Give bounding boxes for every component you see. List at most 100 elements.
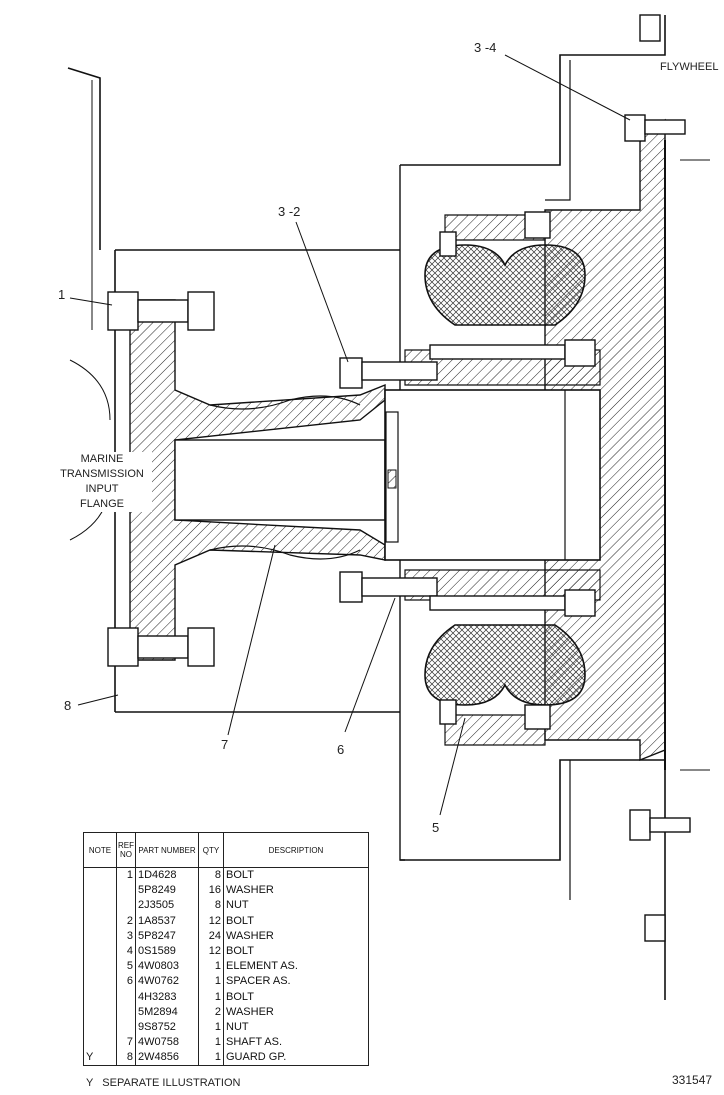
row-part-number: 9S8752	[135, 1019, 199, 1036]
row-qty: 16	[198, 883, 224, 899]
header-note: NOTE	[83, 832, 117, 868]
row-part-number: 5P8249	[135, 883, 199, 899]
row-qty: 1	[198, 989, 224, 1005]
marine-transmission-label: MARINE TRANSMISSION INPUT FLANGE	[52, 452, 152, 512]
row-description: WASHER	[223, 928, 369, 944]
flywheel-label: FLYWHEEL	[660, 61, 719, 73]
callout-1: 1	[58, 287, 66, 302]
row-ref-no: 1	[116, 867, 136, 884]
parts-table-header: NOTE REF NO PART NUMBER QTY DESCRIPTION	[83, 832, 369, 868]
row-description: BOLT	[223, 989, 369, 1005]
row-ref-no	[116, 883, 136, 899]
row-note	[83, 1035, 117, 1051]
row-description: ELEMENT AS.	[223, 959, 369, 975]
row-note	[83, 867, 117, 884]
rubber-element-upper	[424, 244, 586, 326]
row-ref-no	[116, 989, 136, 1005]
row-note	[83, 883, 117, 899]
row-description: BOLT	[223, 943, 369, 960]
row-qty: 1	[198, 1035, 224, 1051]
marine-line-1: MARINE	[80, 453, 124, 465]
row-qty: 1	[198, 974, 224, 990]
bolt-3-2-upper	[339, 357, 363, 389]
row-part-number: 0S1589	[135, 943, 199, 960]
row-ref-no: 6	[116, 974, 136, 990]
row-note	[83, 959, 117, 975]
callout-5: 5	[432, 820, 440, 835]
row-part-number: 2W4856	[135, 1050, 199, 1067]
rubber-element-lower	[424, 624, 586, 706]
flywheel-housing-top	[400, 15, 666, 166]
row-part-number: 4H3283	[135, 989, 199, 1005]
row-ref-no: 2	[116, 913, 136, 929]
row-qty: 8	[198, 867, 224, 884]
row-part-number: 5P8247	[135, 928, 199, 944]
row-part-number: 5M2894	[135, 1004, 199, 1020]
row-description: WASHER	[223, 883, 369, 899]
row-description: SPACER AS.	[223, 974, 369, 990]
flywheel-housing-bottom	[400, 759, 666, 1000]
row-qty: 1	[198, 1050, 224, 1067]
drawing-number: 331547	[672, 1073, 713, 1087]
row-qty: 12	[198, 943, 224, 960]
row-note	[83, 913, 117, 929]
row-description: NUT	[223, 898, 369, 914]
row-qty: 1	[198, 959, 224, 975]
row-description: WASHER	[223, 1004, 369, 1020]
transmission-housing-outline	[67, 67, 101, 250]
coupling-hub	[384, 389, 601, 561]
row-description: BOLT	[223, 867, 369, 884]
marine-line-2: TRANSMISSION	[60, 468, 144, 480]
row-note	[83, 898, 117, 914]
header-qty: QTY	[198, 832, 224, 868]
flange-bolt-head-lower	[107, 627, 139, 667]
callout-7: 7	[221, 737, 229, 752]
row-description: SHAFT AS.	[223, 1035, 369, 1051]
row-note	[83, 1019, 117, 1036]
header-ref-no: REF NO	[116, 832, 136, 868]
callout-3-4: 3 -4	[474, 40, 497, 55]
row-description: NUT	[223, 1019, 369, 1036]
row-ref-no: 8	[116, 1050, 136, 1067]
bolt-3-2-lower	[339, 571, 363, 603]
row-ref-no	[116, 1004, 136, 1020]
row-part-number: 4W0758	[135, 1035, 199, 1051]
footnote: Y SEPARATE ILLUSTRATION	[86, 1077, 241, 1089]
marine-line-4: FLANGE	[79, 498, 124, 510]
row-part-number: 2J3505	[135, 898, 199, 914]
row-qty: 1	[198, 1019, 224, 1036]
callout-3-2: 3 -2	[278, 204, 301, 219]
row-part-number: 4W0762	[135, 974, 199, 990]
row-ref-no: 7	[116, 1035, 136, 1051]
row-note	[83, 989, 117, 1005]
row-ref-no: 4	[116, 943, 136, 960]
flange-bolt-head-upper	[107, 291, 139, 331]
marine-line-3: INPUT	[85, 483, 119, 495]
row-qty: 2	[198, 1004, 224, 1020]
row-description: GUARD GP.	[223, 1050, 369, 1067]
flywheel-bolt-lower	[629, 809, 651, 841]
row-note	[83, 928, 117, 944]
row-description: BOLT	[223, 913, 369, 929]
header-part-number: PART NUMBER	[135, 832, 199, 868]
row-note: Y	[83, 1050, 117, 1067]
header-description: DESCRIPTION	[223, 832, 369, 868]
row-ref-no: 3	[116, 928, 136, 944]
row-qty: 8	[198, 898, 224, 914]
row-part-number: 1D4628	[135, 867, 199, 884]
row-qty: 12	[198, 913, 224, 929]
row-part-number: 4W0803	[135, 959, 199, 975]
row-ref-no: 5	[116, 959, 136, 975]
row-ref-no	[116, 898, 136, 914]
